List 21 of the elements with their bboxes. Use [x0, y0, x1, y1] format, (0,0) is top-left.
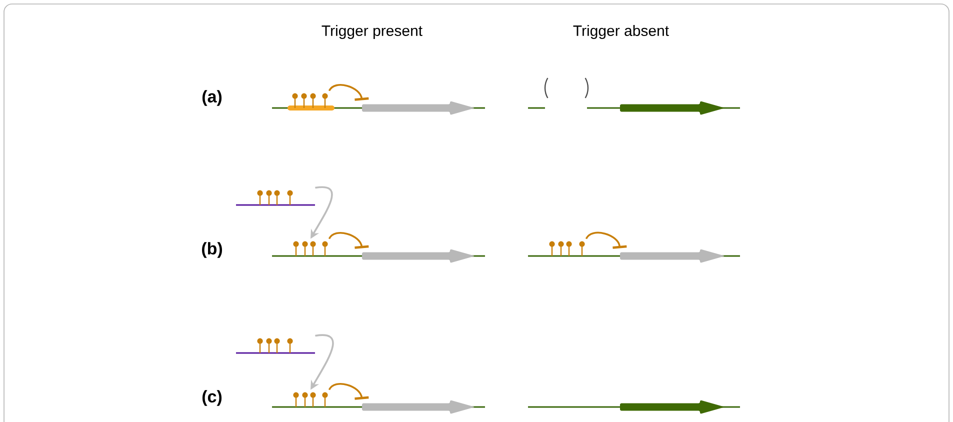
- binding-site-marks: [293, 241, 328, 256]
- panel-label: (c): [202, 390, 222, 406]
- gene-arrow: [620, 400, 724, 414]
- panel-label: (a): [202, 90, 222, 106]
- gene-arrow: [362, 249, 474, 263]
- gene-arrow: [362, 101, 474, 115]
- gene-arrow: [362, 400, 474, 414]
- inhibition-arc: [328, 84, 369, 101]
- trigger-strand: [236, 338, 315, 354]
- binding-site-marks: [293, 392, 328, 407]
- inhibition-arc: [328, 232, 369, 249]
- inhibition-arc: [585, 232, 627, 249]
- gene-arrow: [620, 101, 724, 115]
- gene-arrow: [620, 249, 724, 263]
- panel-label: (b): [202, 242, 222, 258]
- column-heading: Trigger present: [322, 25, 422, 39]
- binding-site-marks: [549, 241, 585, 256]
- binding-site-marks: [288, 93, 334, 110]
- inhibition-arc: [328, 383, 369, 400]
- column-heading: Trigger absent: [573, 25, 669, 39]
- trigger-strand: [236, 190, 315, 206]
